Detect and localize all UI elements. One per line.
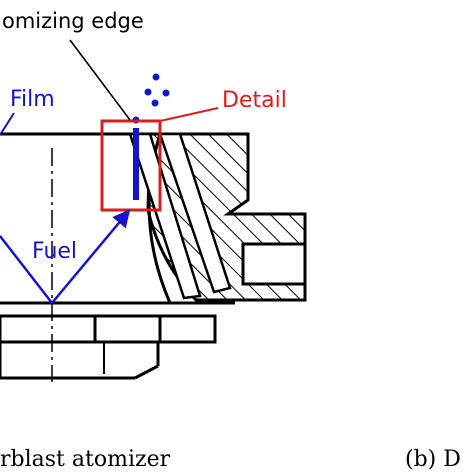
film-leader — [0, 112, 15, 136]
detail-label: Detail — [222, 88, 287, 113]
caption-right: (b) D — [405, 447, 461, 472]
fuel-label: Fuel — [32, 239, 77, 264]
film-label: Film — [10, 87, 55, 112]
caption-left: rblast atomizer — [0, 447, 171, 472]
fuel-arrows — [0, 209, 131, 304]
detail-leader — [159, 107, 219, 122]
atomizing-edge-leader — [69, 39, 131, 121]
droplets — [132, 73, 170, 124]
detail-box — [100, 119, 162, 212]
atomizing-edge-label: omizing edge — [2, 9, 144, 33]
swirler-section — [128, 132, 307, 302]
lower-flange — [0, 314, 217, 380]
